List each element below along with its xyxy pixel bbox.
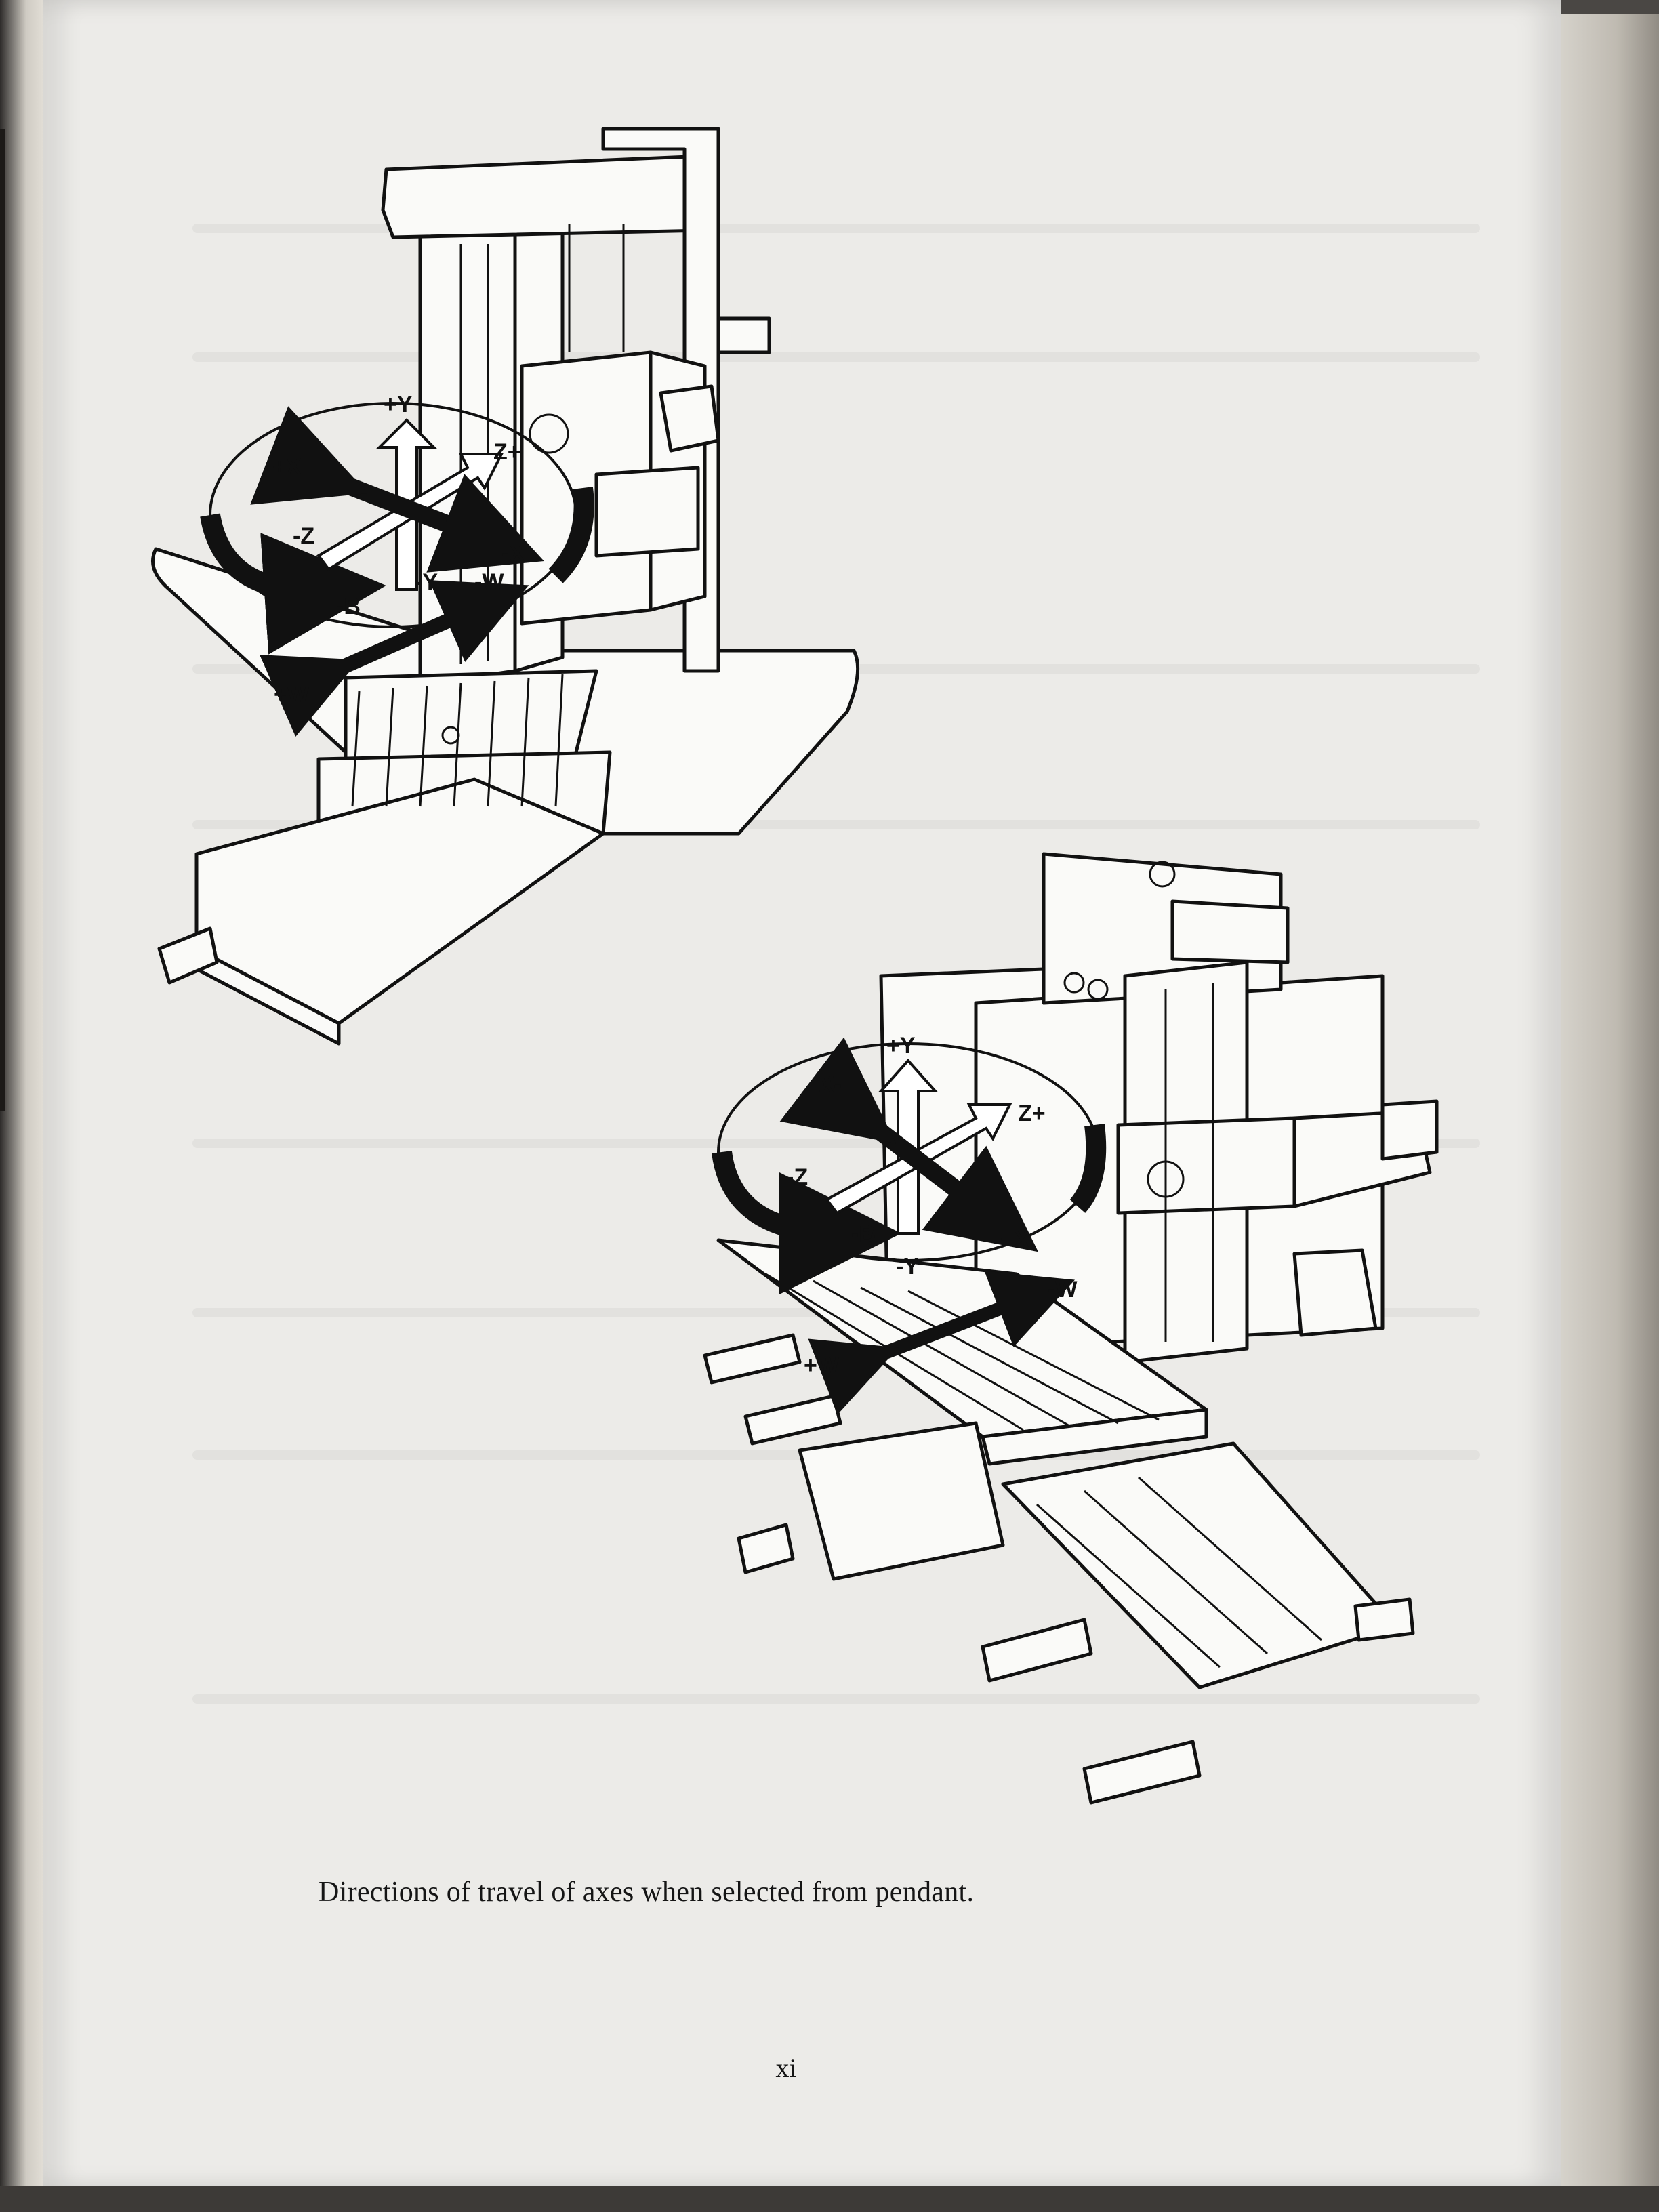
lower-label-minus-z: -Z <box>786 1164 808 1190</box>
left-page-binding <box>0 129 5 1111</box>
lower-axis-labels: +Y X- Z+ -Z -B -Y +X -W +W <box>786 1033 1078 1378</box>
upper-label-minus-b: -B <box>336 594 361 619</box>
lower-label-z-plus: Z+ <box>1018 1101 1046 1126</box>
upper-axis-labels: +Y Z+ +X -Z -X -Y -W -B +W <box>272 392 525 708</box>
lower-label-plus-w: +W <box>804 1353 840 1378</box>
upper-label-minus-x: -X <box>501 541 525 567</box>
upper-label-minus-y: -Y <box>415 569 438 595</box>
lower-label-x-minus: X- <box>819 1072 842 1098</box>
lower-label-minus-b: -B <box>851 1221 876 1247</box>
upper-label-minus-z: -Z <box>293 523 314 549</box>
lower-label-minus-w: -W <box>1048 1277 1078 1303</box>
upper-label-plus-w: +W <box>274 682 310 708</box>
lower-axis-ring <box>712 1037 1107 1415</box>
page-number: xi <box>775 2053 797 2083</box>
bleed-through-line <box>192 1694 1480 1704</box>
left-page-edge <box>0 0 47 2212</box>
lower-label-plus-x: +X <box>1000 1227 1029 1252</box>
upper-label-z-plus: Z+ <box>493 439 521 465</box>
lower-machine-illustration <box>703 852 1439 1805</box>
upper-label-plus-x: +X <box>272 454 302 480</box>
upper-label-minus-w: -W <box>474 569 504 595</box>
lower-label-minus-y: -Y <box>896 1254 919 1279</box>
figure-caption: Directions of travel of axes when select… <box>319 1877 975 1908</box>
upper-label-plus-y: +Y <box>384 392 413 417</box>
page-bottom-shadow <box>0 2186 1659 2212</box>
underlying-page-edge <box>1552 14 1659 2212</box>
upper-axis-ring <box>200 402 594 737</box>
lower-label-plus-y: +Y <box>886 1033 916 1059</box>
